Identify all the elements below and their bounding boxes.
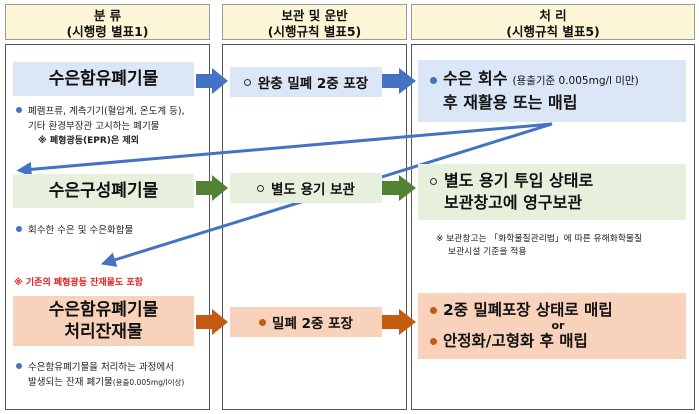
storage-box-3: 밀폐 2중 포장 (230, 307, 382, 337)
treatment-box-2: 별도 용기 투입 상태로 보관창고에 영구보관 (418, 164, 686, 220)
ring-bullet-icon (243, 78, 251, 86)
mercury-waste-note-3: ※ 폐형광등(EPR)은 제외 (38, 136, 139, 146)
storage-row2-label: 별도 용기 보관 (271, 182, 355, 198)
bullet-icon (16, 107, 22, 113)
residue-note-2: 발생되는 잔재 폐기물 (28, 377, 113, 388)
storage-box-1: 완충 밀폐 2중 포장 (230, 67, 382, 97)
residue-note-1: 수은함유폐기물을 처리하는 과정에서 (28, 362, 174, 373)
treatment-row3-line1: 2중 밀폐포장 상태로 매립 (443, 301, 613, 319)
existing-fluorescent-note: ※ 기존의 폐형광등 잔재물도 포함 (14, 278, 143, 288)
header-storage: 보관 및 운반 (시행규칙 별표5) (222, 4, 407, 40)
mercury-composed-note-text: 회수한 수은 및 수은화합물 (28, 225, 134, 236)
storage-row1-label: 완충 밀폐 2중 포장 (257, 76, 369, 92)
arrow-blue-2 (381, 68, 416, 94)
bullet-icon (430, 338, 437, 345)
bullet-icon (430, 307, 437, 314)
treatment-row2-line1: 별도 용기 투입 상태로 (444, 171, 594, 190)
treatment-row2-note-2: 보관시설 기준을 적용 (448, 247, 527, 257)
arrow-orange-2 (381, 309, 416, 335)
arrow-orange-1 (196, 309, 228, 335)
bullet-icon (259, 318, 267, 326)
mercury-waste-note: 폐램프류, 계측기기(혈압계, 온도계 등), 기타 환경부장관 고시하는 폐기… (16, 104, 208, 149)
treatment-row3-line2: 안정화/고형화 후 매립 (443, 332, 588, 350)
treatment-row3-or: or (551, 319, 565, 332)
storage-box-2: 별도 용기 보관 (230, 173, 382, 203)
residue-note: 수은함유폐기물을 처리하는 과정에서 발생되는 잔재 폐기물(용출0.005mg… (16, 360, 208, 390)
mercury-waste-note-1: 폐램프류, 계측기기(혈압계, 온도계 등), (28, 106, 185, 117)
mercury-composed-note: 회수한 수은 및 수은화합물 (16, 223, 206, 238)
mercury-waste-label: 수은함유폐기물 (48, 69, 159, 89)
residue-box: 수은함유폐기물 처리잔재물 (13, 296, 194, 346)
classification-column (5, 44, 210, 410)
mercury-waste-note-2: 기타 환경부장관 고시하는 폐기물 (28, 121, 160, 132)
treatment-box-1: 수은 회수 (용출기준 0.005mg/l 미만) 후 재활용 또는 매립 (418, 60, 686, 122)
header-storage-sub: (시행규칙 별표5) (267, 24, 362, 39)
header-classification-sub: (시행령 별표1) (66, 24, 149, 39)
treatment-row2-note: ※ 보관창고는 「화학물질관리법」에 따른 유해화학물질 보관시설 기준을 적용 (436, 233, 691, 259)
treatment-row1-main: 수은 회수 (443, 69, 508, 88)
arrow-blue-1 (196, 68, 228, 94)
header-classification: 분 류 (시행령 별표1) (5, 4, 210, 40)
storage-row3-label: 밀폐 2중 포장 (272, 316, 353, 332)
bullet-icon (16, 363, 22, 369)
bullet-icon (16, 226, 22, 232)
storage-column (222, 44, 407, 410)
residue-label-1: 수은함유폐기물 (48, 300, 159, 320)
header-classification-title: 분 류 (93, 8, 122, 23)
ring-bullet-icon (257, 184, 265, 192)
arrow-diag-1 (16, 122, 553, 177)
treatment-row1-line2: 후 재활용 또는 매립 (443, 93, 578, 112)
residue-note-suffix: (용출0.005mg/l이상) (112, 378, 185, 387)
treatment-row2-line2: 보관창고에 영구보관 (444, 193, 583, 212)
header-storage-title: 보관 및 운반 (281, 8, 348, 23)
bullet-icon (430, 76, 437, 84)
arrow-green-1 (196, 175, 228, 201)
residue-label-2: 처리잔재물 (64, 322, 143, 342)
treatment-box-3: 2중 밀폐포장 상태로 매립 or 안정화/고형화 후 매립 (418, 293, 686, 359)
ring-bullet-icon (430, 177, 437, 185)
mercury-waste-box: 수은함유폐기물 (13, 62, 194, 96)
arrow-green-2 (381, 175, 416, 201)
header-treatment: 처 리 (시행규칙 별표5) (411, 4, 695, 40)
mercury-composed-waste-box: 수은구성폐기물 (13, 174, 194, 208)
treatment-row2-note-1: ※ 보관창고는 「화학물질관리법」에 따른 유해화학물질 (436, 234, 643, 244)
treatment-row1-small: (용출기준 0.005mg/l 미만) (512, 75, 639, 87)
mercury-composed-waste-label: 수은구성폐기물 (48, 181, 159, 201)
header-treatment-sub: (시행규칙 별표5) (506, 24, 600, 39)
header-treatment-title: 처 리 (539, 8, 567, 23)
